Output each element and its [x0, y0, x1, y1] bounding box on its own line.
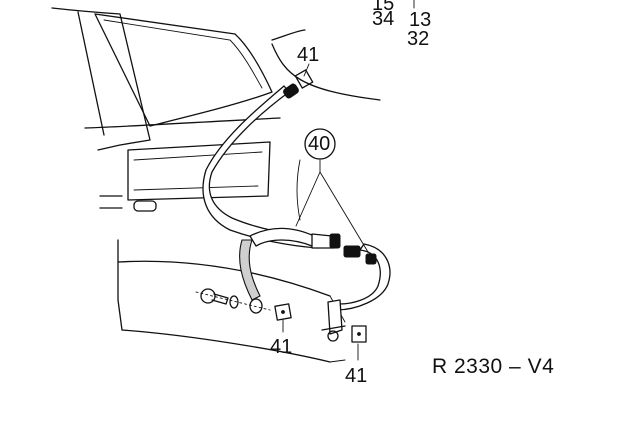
window-inner-edge — [103, 19, 263, 89]
lap-belt-end — [327, 299, 343, 335]
floor-anchor-hole — [357, 332, 361, 336]
door-frame-line — [77, 11, 105, 136]
roof-line — [271, 29, 306, 41]
callout-15: 15 — [372, 0, 395, 15]
reference-code: R 2330 – V4 — [432, 355, 555, 378]
callout-40-circle — [304, 128, 336, 160]
door-lower-edge — [117, 239, 123, 331]
callout-40-leaders — [295, 159, 369, 253]
callout-floor-anchor: 41 — [345, 365, 368, 387]
belt-guide — [283, 83, 299, 99]
upper-anchor-plate — [294, 69, 314, 89]
door-window — [94, 13, 273, 127]
lap-anchor-eye — [327, 330, 339, 342]
anchor-bolt-head — [200, 288, 216, 304]
retractor-strap — [239, 239, 261, 301]
sill-top — [117, 260, 331, 297]
sill-anchor-hole — [281, 310, 285, 314]
door-armrest — [127, 141, 271, 201]
floor-edge — [321, 325, 346, 331]
anchor-eye — [249, 298, 263, 314]
lap-belt-clip — [365, 253, 377, 265]
callout-sill-anchor: 41 — [270, 336, 293, 358]
pillar-curve — [271, 43, 381, 101]
floor-anchor-plate — [351, 325, 367, 343]
callout-32: 32 — [407, 28, 430, 50]
callout-13: 13 — [409, 9, 432, 31]
door-pocket — [99, 195, 123, 209]
callout-upper-anchor: 41 — [297, 44, 320, 66]
anchor-washer — [229, 295, 239, 309]
callout-belt-assembly: 40 — [308, 133, 331, 155]
upper-anchor-leader — [303, 63, 310, 77]
shoulder-belt — [202, 85, 319, 249]
anchor-bolt-shank — [211, 293, 229, 305]
door-armrest-inner — [133, 151, 263, 191]
door-frame-outer — [51, 7, 151, 151]
sill-anchor-plate — [274, 303, 292, 321]
door-handle — [133, 200, 157, 212]
buckle-tongue-tip — [329, 233, 341, 249]
sill-bottom — [121, 329, 331, 363]
callout-34: 34 — [372, 8, 395, 30]
buckle — [343, 245, 361, 258]
pillar-rear — [296, 159, 301, 221]
